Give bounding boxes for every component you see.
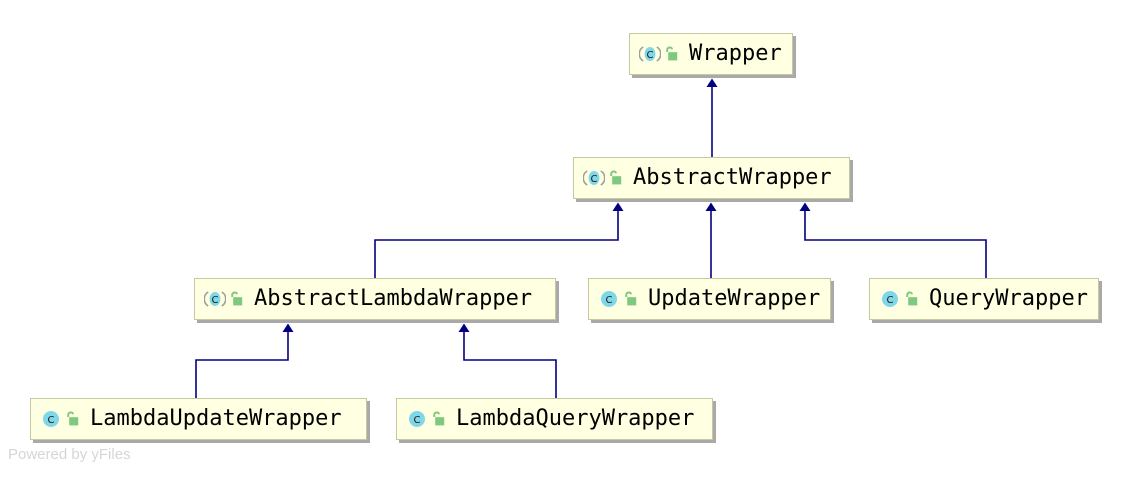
class-name-label: UpdateWrapper [648,286,821,311]
svg-text:C: C [606,295,613,306]
class-node-update-wrapper[interactable]: C UpdateWrapper [588,278,831,320]
node-icons: C [583,167,622,189]
open-padlock-icon [664,46,678,62]
class-name-label: LambdaUpdateWrapper [90,406,342,431]
open-padlock-icon [229,291,243,307]
yfiles-watermark: Powered by yFiles [8,446,131,463]
node-icons: C [639,43,678,65]
class-node-lambda-update-wrapper[interactable]: C LambdaUpdateWrapper [30,398,367,440]
svg-text:C: C [212,295,219,306]
node-icons: C [40,408,79,430]
abstract-class-icon: C [639,43,661,65]
abstract-class-icon: C [583,167,605,189]
svg-text:C: C [48,415,55,426]
class-icon: C [598,288,620,310]
class-icon: C [40,408,62,430]
open-padlock-icon [623,291,637,307]
class-node-abstract-lambda-wrapper[interactable]: C AbstractLambdaWrapper [194,278,556,320]
class-node-lambda-query-wrapper[interactable]: C LambdaQueryWrapper [396,398,713,440]
edge-lambda-query-wrapper-to-abstract-lambda-wrapper [458,323,557,398]
open-padlock-icon [904,291,918,307]
node-icons: C [406,408,445,430]
edge-lambda-update-wrapper-to-abstract-lambda-wrapper [195,323,294,398]
class-icon: C [879,288,901,310]
class-name-label: AbstractWrapper [633,165,832,190]
class-name-label: LambdaQueryWrapper [456,406,695,431]
open-padlock-icon [65,411,79,427]
class-node-query-wrapper[interactable]: C QueryWrapper [869,278,1099,320]
node-icons: C [598,288,637,310]
class-name-label: AbstractLambdaWrapper [254,286,533,311]
open-padlock-icon [608,170,622,186]
svg-text:C: C [591,174,598,185]
class-icon: C [406,408,428,430]
node-icons: C [879,288,918,310]
svg-text:C: C [647,50,654,61]
class-node-wrapper[interactable]: C Wrapper [629,33,793,75]
class-name-label: QueryWrapper [929,286,1088,311]
class-node-abstract-wrapper[interactable]: C AbstractWrapper [573,157,850,199]
svg-text:C: C [414,415,421,426]
class-name-label: Wrapper [689,41,782,66]
open-padlock-icon [431,411,445,427]
edge-abstract-lambda-wrapper-to-abstract-wrapper [374,202,624,278]
node-icons: C [204,288,243,310]
abstract-class-icon: C [204,288,226,310]
edge-query-wrapper-to-abstract-wrapper [799,202,987,278]
svg-text:C: C [887,295,894,306]
